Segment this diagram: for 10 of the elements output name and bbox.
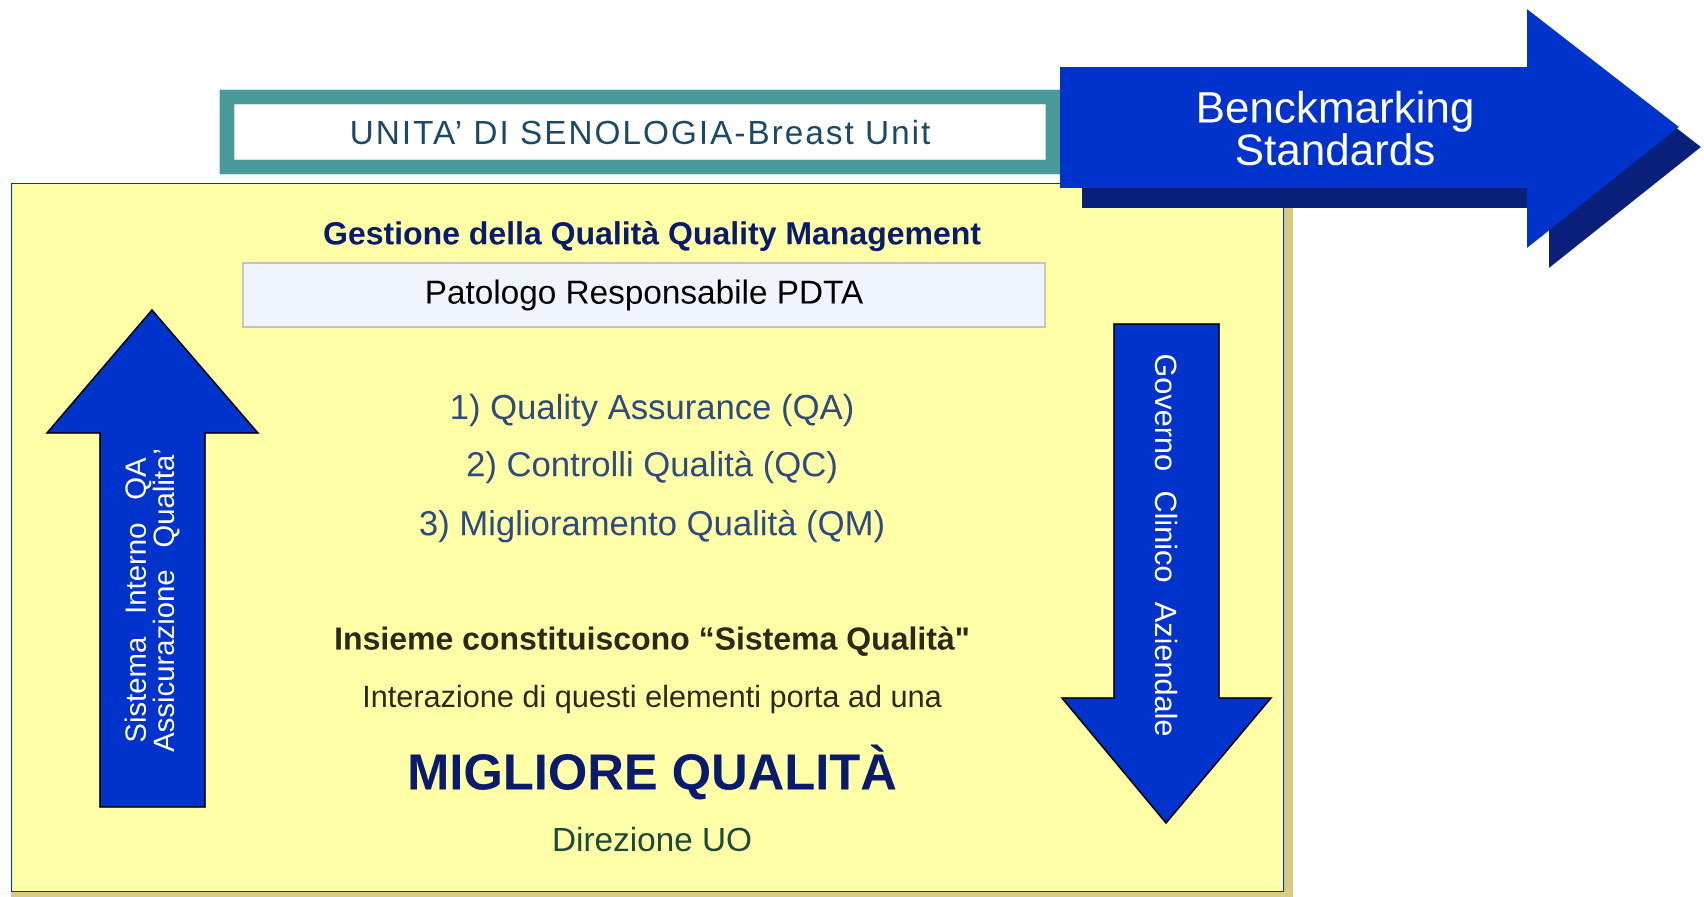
role-box: Patologo Responsabile PDTA bbox=[242, 262, 1046, 328]
summary-text: Interazione di questi elementi porta ad una bbox=[365, 684, 942, 714]
list-item: 1) Quality Assurance (QA) bbox=[452, 393, 853, 427]
highlight-text: MIGLIORE QUALITÀ bbox=[410, 744, 896, 800]
list-item: 2) Controlli Qualità (QC) bbox=[467, 450, 836, 484]
footer-text: Direzione UO bbox=[554, 826, 751, 852]
panel-heading: Gestione della Qualità Quality Management bbox=[324, 220, 981, 252]
list-item: 3) Miglioramento Qualità (QM) bbox=[420, 509, 883, 543]
title-bar: UNITA’ DI SENOLOGIA-Breast Unit bbox=[219, 89, 1061, 175]
summary-text: Insieme constituiscono “Sistema Qualità" bbox=[336, 626, 968, 656]
